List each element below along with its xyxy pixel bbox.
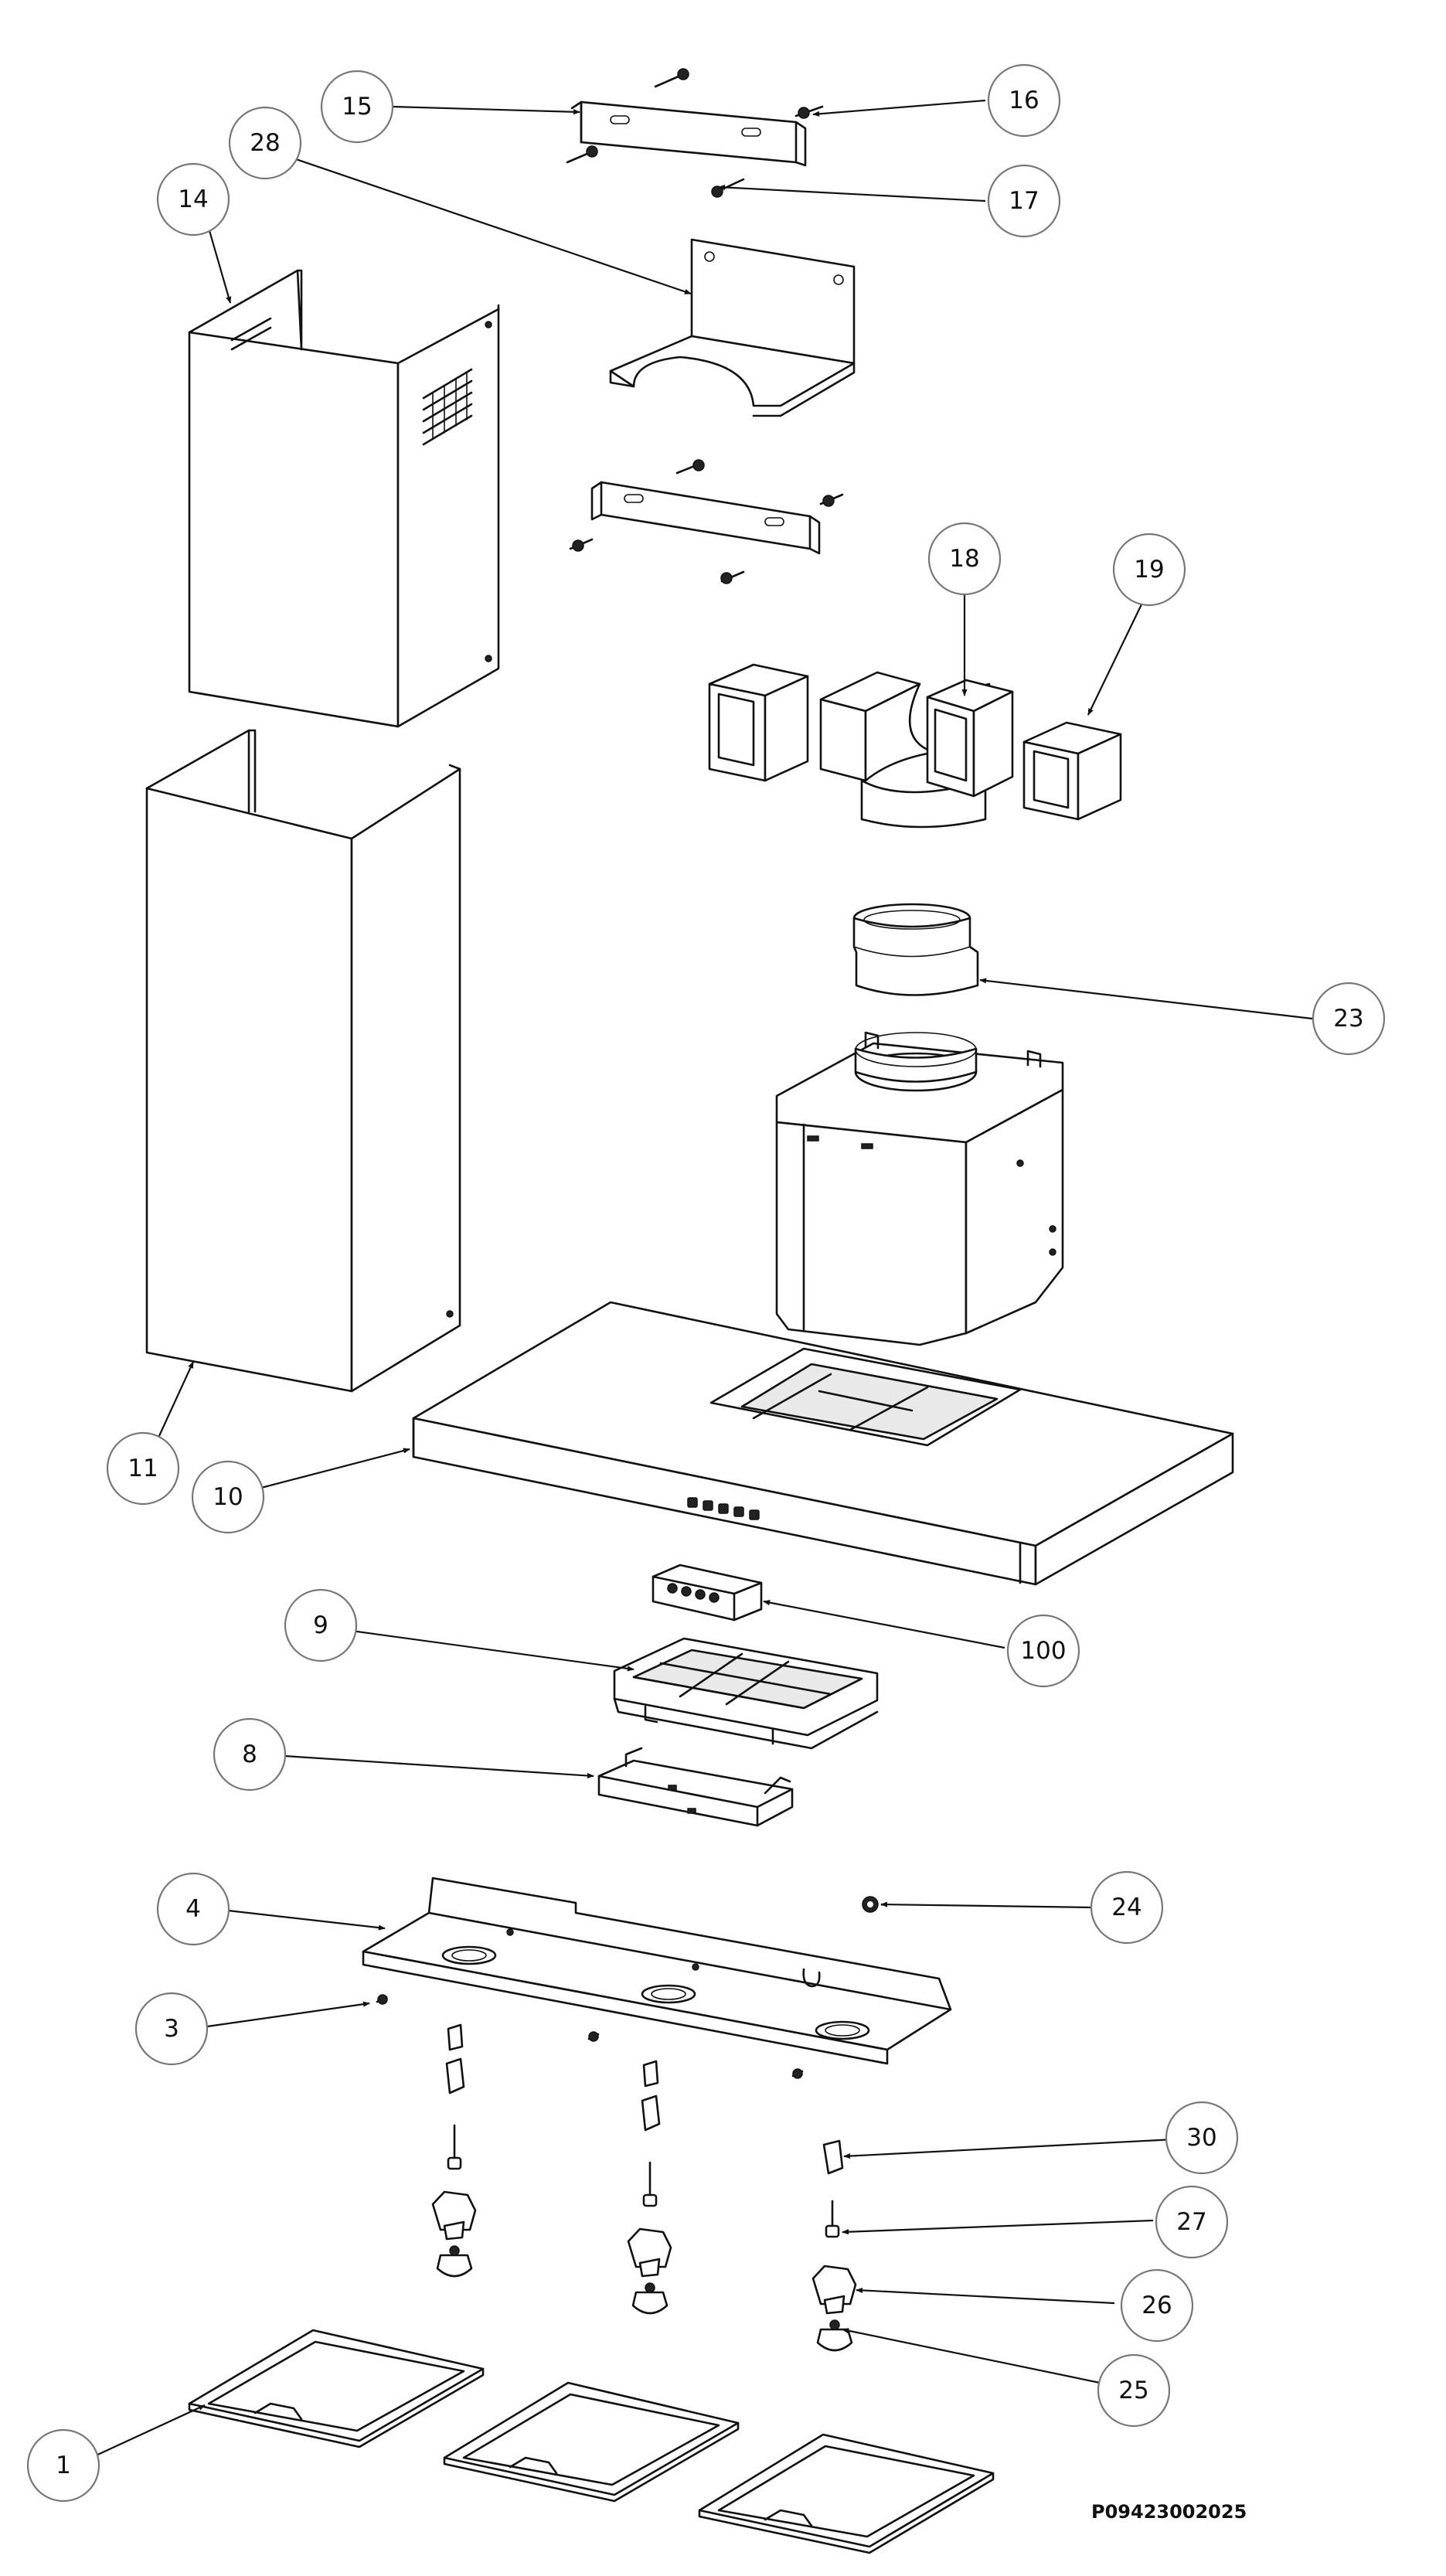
screw — [587, 2031, 600, 2042]
upper-bracket — [570, 100, 807, 167]
svg-text:8: 8 — [242, 1741, 257, 1768]
callout-24: 24 — [1090, 1870, 1164, 1945]
svg-text:25: 25 — [1118, 2377, 1148, 2404]
upper-chimney — [188, 269, 500, 728]
svg-text:16: 16 — [1009, 87, 1039, 114]
callout-9: 9 — [284, 1588, 358, 1662]
svg-text:24: 24 — [1111, 1894, 1141, 1921]
svg-text:1: 1 — [56, 2452, 71, 2479]
svg-text:14: 14 — [178, 185, 208, 213]
filter-bracket — [597, 1747, 794, 1827]
lamp-support-plate — [362, 1877, 952, 2065]
lamp-assembly — [431, 2023, 477, 2278]
middle-bracket — [590, 481, 821, 555]
grease-filter-frame — [613, 1637, 879, 1750]
callout-11: 11 — [106, 1431, 180, 1506]
svg-text:26: 26 — [1141, 2292, 1172, 2319]
callout-10: 10 — [191, 1460, 265, 1534]
callout-18: 18 — [927, 522, 1002, 596]
svg-text:9: 9 — [313, 1611, 328, 1639]
leader-lines — [94, 99, 1313, 2457]
svg-text:15: 15 — [342, 93, 372, 121]
grease-filter — [698, 2433, 995, 2554]
svg-text:27: 27 — [1176, 2208, 1206, 2236]
screw — [675, 459, 705, 475]
callout-1: 1 — [26, 2428, 100, 2503]
screw — [791, 2068, 804, 2079]
callout-3: 3 — [134, 1992, 209, 2066]
callout-26: 26 — [1120, 2268, 1194, 2343]
grease-filter — [188, 2329, 485, 2448]
screw — [654, 68, 689, 88]
callout-30: 30 — [1165, 2101, 1239, 2175]
control-board — [652, 1564, 763, 1621]
svg-text:28: 28 — [250, 129, 280, 157]
grease-filter — [443, 2381, 740, 2503]
screw — [819, 493, 844, 507]
svg-text:4: 4 — [185, 1895, 201, 1923]
svg-text:3: 3 — [164, 2015, 179, 2043]
callout-28: 28 — [228, 106, 302, 180]
callout-16: 16 — [987, 63, 1061, 138]
svg-text:18: 18 — [949, 545, 979, 573]
lamp-hole — [441, 1945, 497, 1965]
lamp-assembly — [627, 2060, 672, 2315]
screw — [720, 570, 745, 584]
support-bracket — [609, 238, 856, 417]
lamp-hole — [641, 1984, 696, 2004]
air-outlet-collar — [852, 903, 979, 996]
svg-text:23: 23 — [1333, 1005, 1363, 1033]
duct-y-piece — [819, 671, 1014, 829]
svg-text:10: 10 — [213, 1483, 243, 1511]
callout-100: 100 — [1006, 1614, 1080, 1688]
drawing-code: P09423002025 — [1091, 2501, 1247, 2523]
callout-17: 17 — [987, 164, 1061, 238]
svg-text:19: 19 — [1134, 556, 1164, 584]
screw — [569, 538, 594, 552]
svg-text:17: 17 — [1009, 187, 1039, 215]
svg-text:30: 30 — [1186, 2124, 1216, 2152]
motor-housing — [775, 1031, 1064, 1346]
lamp-assembly — [811, 2139, 857, 2352]
callout-8: 8 — [213, 1717, 287, 1792]
screw — [376, 1994, 388, 2005]
lower-chimney — [145, 729, 461, 1393]
svg-text:11: 11 — [128, 1455, 158, 1482]
screw — [566, 145, 598, 164]
duct-connector-left — [708, 663, 809, 782]
screw — [794, 105, 824, 119]
callout-25: 25 — [1097, 2353, 1171, 2428]
vent-slots — [230, 317, 473, 446]
hood-canopy — [412, 1301, 1234, 1586]
callout-23: 23 — [1312, 982, 1386, 1056]
callout-4: 4 — [156, 1872, 230, 1946]
callout-19: 19 — [1112, 533, 1186, 607]
callout-15: 15 — [320, 70, 394, 144]
lamp-hole — [815, 2020, 870, 2040]
callout-27: 27 — [1155, 2185, 1229, 2259]
control-buttons — [687, 1497, 760, 1520]
svg-text:100: 100 — [1020, 1637, 1066, 1665]
callout-14: 14 — [156, 162, 230, 237]
duct-connector-right — [1022, 721, 1122, 821]
nut — [862, 1896, 879, 1913]
